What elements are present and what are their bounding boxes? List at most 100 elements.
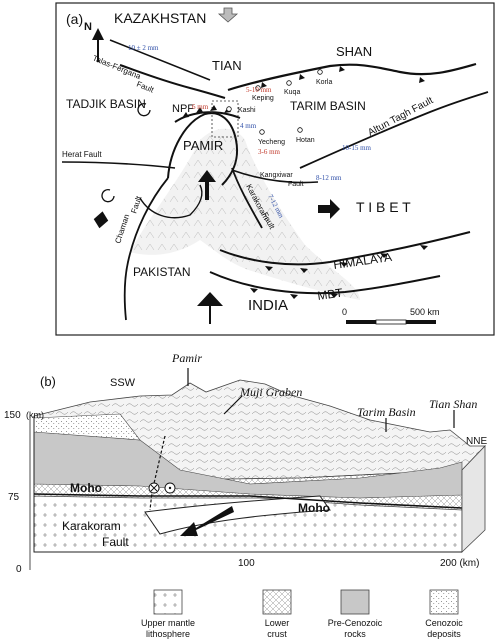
scale-zero: 0	[342, 307, 347, 317]
legend-label-crust-2: crust	[267, 629, 287, 639]
label-tarim-basin: TARIM BASIN	[290, 99, 366, 113]
herat-fault	[61, 161, 176, 169]
rate-1: 10 ± 2 mm	[128, 44, 159, 52]
label-moho-right: Moho	[298, 501, 330, 515]
y-tick-mid: 75	[8, 492, 20, 503]
label-karakoram-b-2: Fault	[102, 535, 129, 549]
x-tick-end: 200 (km)	[440, 558, 479, 569]
west-arrow-icon	[93, 211, 109, 229]
talas-fergana-fault	[109, 39, 211, 81]
legend-label-mantle-1: Upper mantle	[141, 618, 195, 628]
legend-swatch-crust	[262, 589, 292, 615]
label-tianshan: Tian Shan	[429, 397, 477, 411]
mbt-thrust	[209, 271, 441, 295]
label-keping: Keping	[252, 95, 274, 102]
tianshan-fault-east	[227, 62, 477, 92]
legend-swatch-precenozoic	[340, 589, 370, 615]
label-pamir: PAMIR	[183, 138, 223, 153]
front-face-outline	[33, 416, 462, 553]
label-ssw: SSW	[110, 377, 136, 389]
legend-swatch-mantle	[153, 589, 183, 615]
tibet-arrow-icon	[318, 199, 340, 219]
label-shan: SHAN	[336, 44, 372, 59]
legend-label-cenozoic-2: deposits	[427, 629, 461, 639]
panel-a-label: (a)	[66, 11, 83, 27]
plateau-region	[130, 128, 360, 300]
slab-arrow-icon	[180, 506, 234, 536]
kazakhstan-arrow-icon	[217, 7, 239, 23]
pre-cenozoic-layer	[33, 429, 463, 499]
map-panel: (a) N	[55, 2, 495, 336]
y-unit: (km)	[26, 410, 44, 420]
right-face	[461, 445, 486, 553]
legend: Upper mantle lithosphere Lower crust Pre…	[141, 589, 463, 639]
map-frame	[55, 2, 495, 336]
tianshan-teeth	[261, 66, 425, 88]
strike-slip-symbols	[148, 482, 176, 494]
legend-label-precenozoic-1: Pre-Cenozoic	[328, 618, 383, 628]
chaman-fault	[123, 177, 169, 321]
label-karakoram-b: Karakoram	[62, 519, 121, 533]
label-tibet: T I B E T	[356, 199, 411, 215]
label-tarim: Tarim Basin	[357, 405, 416, 419]
rate-3: 6 mm	[192, 103, 209, 111]
rate-6: 10-15 mm	[342, 144, 372, 152]
block-panel: (b) Pamir SSW M	[4, 351, 487, 575]
tianshan-fault-west	[119, 64, 226, 99]
north-arrow-icon	[92, 28, 104, 62]
label-india: INDIA	[248, 297, 288, 314]
label-muji: Muji Graben	[239, 385, 302, 399]
rotation-ccw-icon-1	[137, 103, 151, 117]
label-moho-left: Moho	[70, 481, 102, 495]
legend-label-cenozoic-1: Cenozoic	[425, 618, 463, 628]
rate-2: 5-10 mm	[246, 86, 272, 94]
town-markers	[226, 69, 323, 135]
north-label: N	[84, 21, 92, 33]
label-kuqa: Kuqa	[284, 89, 300, 96]
y-tick-top: 150	[4, 410, 21, 421]
rate-7: 8-12 mm	[316, 174, 342, 182]
himalaya-front	[219, 231, 471, 266]
scale-bar	[346, 319, 436, 325]
label-nne: NNE	[466, 436, 487, 447]
label-tadjik-basin: TADJIK BASIN	[66, 97, 146, 111]
rate-4: 4 mm	[240, 122, 257, 130]
rate-5: 3-6 mm	[258, 148, 281, 156]
study-area-box	[211, 100, 239, 138]
hindu-kush-front	[139, 184, 203, 219]
label-kangxiwar: Kangxiwar	[260, 172, 293, 179]
karakoram-fault	[231, 167, 263, 229]
rotation-ccw-icon-2	[101, 189, 115, 203]
subducting-slab	[144, 495, 331, 535]
label-kashi: Kashi	[238, 107, 256, 114]
panel-b-label: (b)	[40, 374, 56, 389]
legend-label-crust-1: Lower	[265, 618, 290, 628]
himalaya-teeth	[250, 245, 428, 299]
label-yecheng: Yecheng	[258, 139, 285, 146]
pamir-front-thrust	[174, 111, 241, 123]
scale-end: 500 km	[410, 307, 440, 317]
pamir-arrow-icon	[198, 170, 216, 200]
label-mbt: MBT	[316, 285, 344, 302]
legend-label-precenozoic-2: rocks	[344, 629, 366, 639]
label-hotan: Hotan	[296, 137, 315, 144]
label-kangxiwar-2: Fault	[288, 181, 304, 188]
pamir-salient	[167, 112, 238, 186]
label-pakistan: PAKISTAN	[133, 265, 191, 279]
label-npf: NPF	[172, 103, 194, 115]
label-herat-fault: Herat Fault	[62, 150, 102, 159]
altun-tagh-fault	[299, 91, 489, 169]
y-tick-bottom: 0	[16, 564, 22, 575]
moho-line	[33, 493, 463, 509]
label-tian: TIAN	[212, 58, 242, 73]
legend-swatch-cenozoic	[429, 589, 459, 615]
muji-pointer	[223, 395, 243, 415]
kangxiwar-fault	[231, 169, 319, 184]
label-pamir-b: Pamir	[171, 351, 202, 365]
label-kazakhstan: KAZAKHSTAN	[114, 10, 206, 26]
legend-label-mantle-2: lithosphere	[146, 629, 190, 639]
x-tick-mid: 100	[238, 558, 255, 569]
label-korla: Korla	[316, 79, 332, 86]
india-arrow-icon	[197, 292, 223, 324]
